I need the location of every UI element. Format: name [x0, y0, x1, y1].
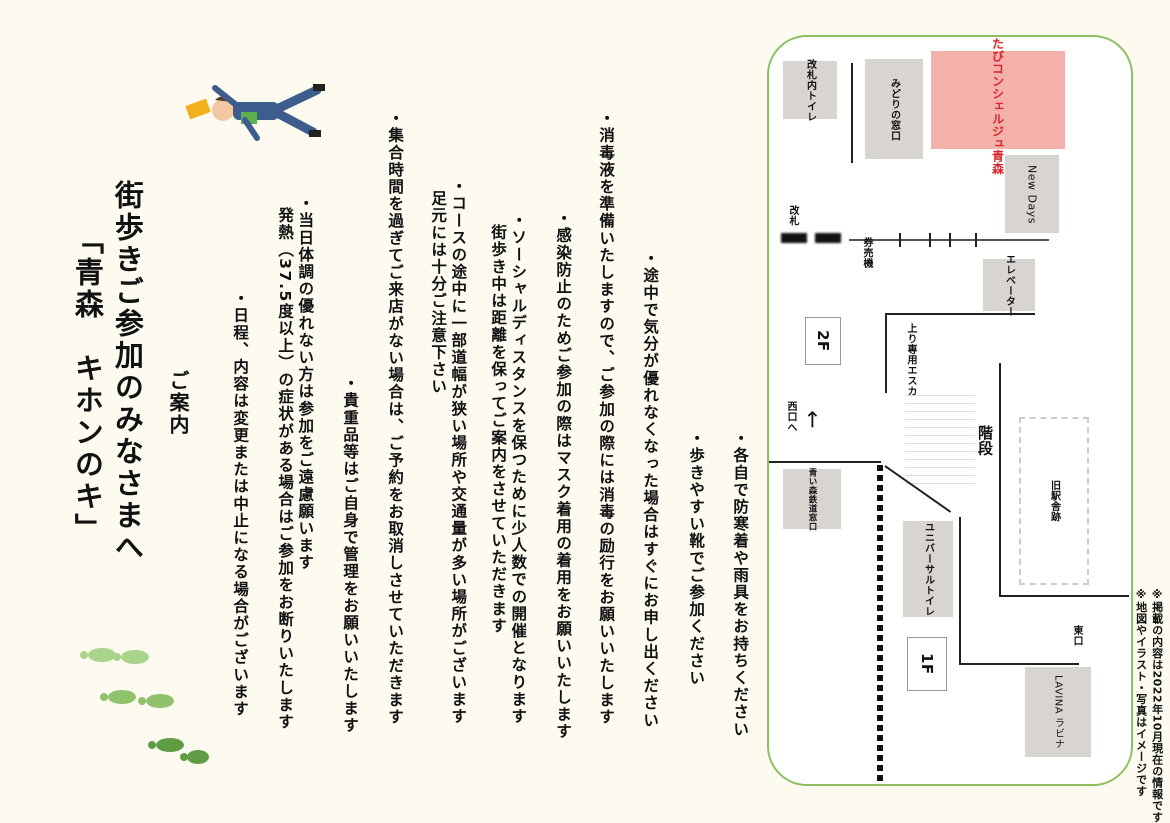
map-wall	[851, 63, 853, 163]
stairs-area	[905, 395, 975, 491]
note-2-text-cont: 発熱（37.5度以上）の症状がある場合はご参加をお断りいたします	[276, 207, 295, 731]
west-exit-arrow-icon: ←	[799, 410, 825, 429]
gate-toilet: 改札内トイレ	[783, 59, 837, 122]
subtitle: ご案内	[166, 370, 190, 436]
map-wall	[999, 595, 1129, 597]
title-line-2: 街歩きご参加のみなさまへ	[110, 180, 145, 564]
gate-post	[975, 233, 977, 247]
stairs-label: 階段	[976, 425, 994, 456]
newdays-shop: New Days	[1005, 155, 1059, 233]
escalator-label: 上り専用エスカレーター	[905, 323, 916, 439]
note-1-text: ・日程、内容は変更または中止になる場合がございます	[231, 290, 250, 718]
title-line-1: 「青森 キホンのキ」	[70, 225, 105, 545]
note-4: ・集合時間を過ぎてご来店がない場合は、ご予約をお取消しさせていただきます	[385, 110, 405, 726]
map-wall	[999, 363, 1001, 595]
gate-post	[949, 233, 951, 247]
note-1: ・日程、内容は変更または中止になる場合がございます	[230, 290, 250, 718]
footprints-icon	[80, 648, 209, 764]
note-6-text: ・ソーシャルディスタンスを保つために少人数での開催となります	[509, 212, 528, 725]
note-5-text: ・コースの途中に一部道幅が狭い場所や交通量が多い場所がございます	[449, 178, 468, 726]
universal-toilet: ユニバーサルトイレ	[903, 521, 953, 617]
footnote-2: ※掲載の内容は2022年10月現在の情報です	[1150, 588, 1164, 823]
note-8: ・消毒液を準備いたしますので、ご参加の際には消毒の励行をお願いいたします	[596, 110, 616, 726]
midori-window: みどりの窓口	[865, 59, 923, 159]
note-5: ・コースの途中に一部道幅が狭い場所や交通量が多い場所がございます 足元には十分ご…	[428, 178, 468, 725]
note-6-text-cont: 街歩き中は距離を保ってご案内をさせていただきます	[489, 224, 508, 635]
east-exit-label: 東口	[1071, 625, 1082, 646]
note-3-text: ・貴重品等はご自身で管理をお願いいたします	[341, 375, 360, 735]
footnote-1: ※地図やイラスト・写真はイメージです	[1134, 588, 1148, 797]
railway-track	[877, 465, 883, 784]
note-2: ・当日体調の優れない方は参加をご遠慮願います 発熱（37.5度以上）の症状がある…	[275, 195, 315, 730]
note-3: ・貴重品等はご自身で管理をお願いいたします	[340, 375, 360, 734]
station-map: 改札内トイレ みどりの窓口 駅たびコンシェルジュ青森 New Days 改札 券…	[767, 35, 1133, 786]
note-5-text-cont: 足元には十分ご注意下さい	[429, 190, 448, 396]
note-7: ・感染防止のためご参加の際はマスク着用の着用をお願いいたします	[553, 210, 573, 740]
concierge-office: 駅たびコンシェルジュ青森	[931, 37, 1065, 175]
map-wall	[959, 663, 1079, 665]
lavina-building: LAVINA ラビナ	[1025, 667, 1091, 757]
note-2-text: ・当日体調の優れない方は参加をご遠慮願います	[296, 195, 315, 572]
note-7-text: ・感染防止のためご参加の際はマスク着用の着用をお願いいたします	[554, 210, 573, 741]
gate-label: 改札	[787, 205, 798, 226]
west-exit-label: 西口へ	[785, 401, 796, 433]
note-9: ・途中で気分が優れなくなった場合はすぐにお申し出ください	[640, 250, 660, 729]
floor-2f-label: 2F	[805, 317, 841, 365]
old-station-site: 旧駅舎跡	[1019, 417, 1089, 585]
map-wall	[885, 313, 1035, 315]
map-wall	[959, 517, 961, 663]
note-8-text: ・消毒液を準備いたしますので、ご参加の際には消毒の励行をお願いいたします	[597, 110, 616, 726]
note-10: ・歩きやすい靴でご参加ください	[686, 430, 706, 687]
elevator: エレベーター	[983, 254, 1035, 317]
note-9-text: ・途中で気分が優れなくなった場合はすぐにお申し出ください	[641, 250, 660, 729]
walking-guide-illustration	[185, 84, 325, 141]
ticket-machine-label: 券売機	[861, 237, 872, 269]
floor-1f-label: 1F	[907, 637, 947, 691]
gate-mark	[815, 233, 841, 243]
note-11-text: ・各自で防寒着や雨具をお持ちください	[731, 430, 750, 738]
note-11: ・各自で防寒着や雨具をお持ちください	[730, 430, 750, 738]
aoimori-window: 青い森鉄道窓口	[783, 468, 841, 531]
gate-mark	[781, 233, 807, 243]
gate-post	[929, 233, 931, 247]
map-wall	[885, 313, 887, 393]
map-wall	[769, 461, 881, 463]
gate-post	[899, 233, 901, 247]
note-10-text: ・歩きやすい靴でご参加ください	[687, 430, 706, 687]
note-6: ・ソーシャルディスタンスを保つために少人数での開催となります 街歩き中は距離を保…	[488, 212, 528, 725]
note-4-text: ・集合時間を過ぎてご来店がない場合は、ご予約をお取消しさせていただきます	[386, 110, 405, 726]
